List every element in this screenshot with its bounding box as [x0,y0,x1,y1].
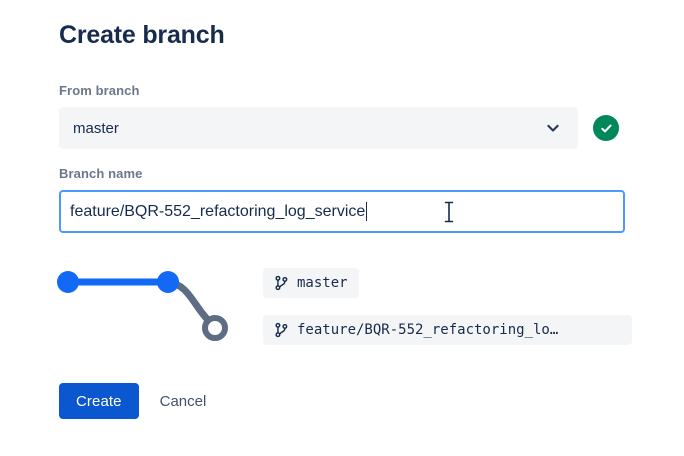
branch-graph [52,262,237,347]
check-icon [600,124,612,132]
page-title: Create branch [59,21,225,49]
from-branch-select[interactable]: master [59,107,578,149]
text-caret [366,202,368,221]
branch-chip-feature: feature/BQR-552_refactoring_lo… [263,315,632,345]
from-branch-selected-value: master [73,119,119,137]
dialog-actions: Create Cancel [59,383,217,419]
chevron-down-icon[interactable] [542,117,564,139]
branch-chip-label: feature/BQR-552_refactoring_lo… [297,322,559,338]
from-branch-label: From branch [59,83,140,98]
status-badge [593,115,619,141]
git-branch-icon [274,275,289,291]
branch-chip-master: master [263,268,359,298]
new-branch-node [202,315,228,341]
create-button[interactable]: Create [59,383,139,419]
branch-name-label: Branch name [59,166,143,181]
commit-node-start [57,271,79,293]
commit-node-head [157,271,179,293]
branch-name-input[interactable]: feature/BQR-552_refactoring_log_service [59,190,625,233]
branch-name-input-value: feature/BQR-552_refactoring_log_service [70,202,366,220]
branch-chip-label: master [297,275,348,291]
git-branch-icon [274,322,289,338]
cancel-button[interactable]: Cancel [149,383,218,419]
from-branch-row: master [59,107,619,149]
